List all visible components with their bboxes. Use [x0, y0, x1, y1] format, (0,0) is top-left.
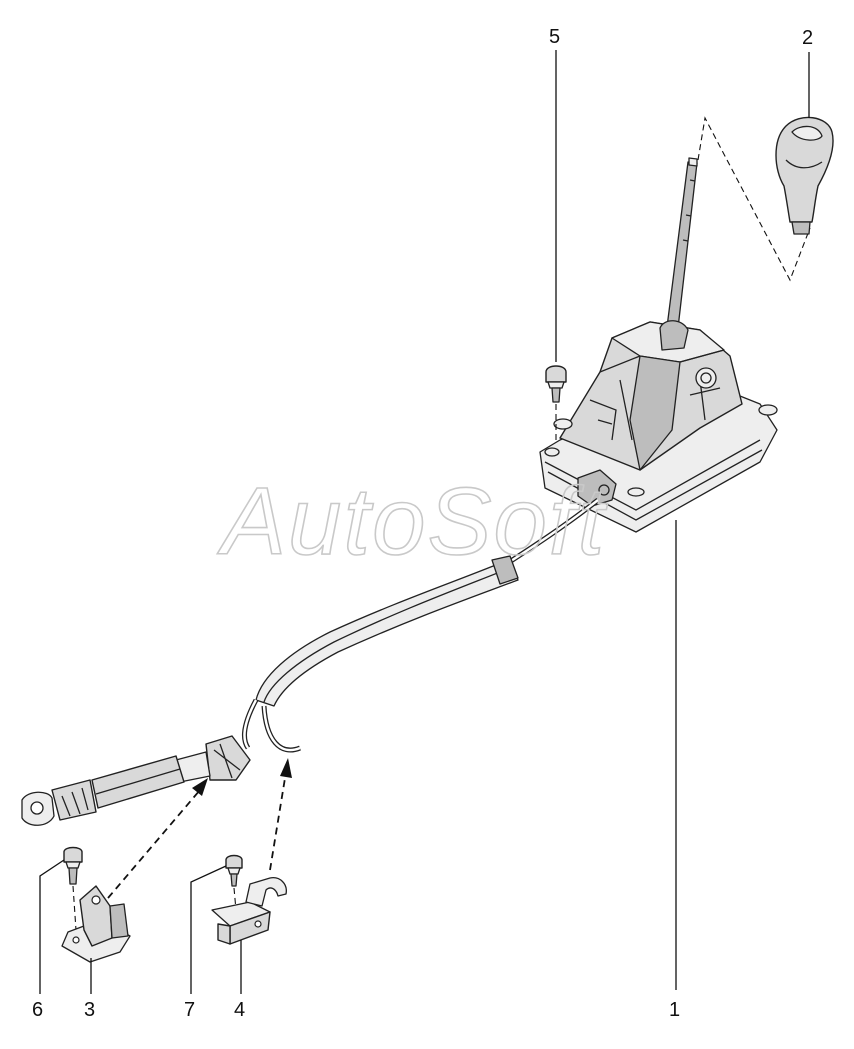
cable-support-bracket-icon [61, 885, 131, 963]
bolt-6-dashline [72, 885, 77, 931]
callout-numbers: 1 2 3 4 5 6 7 [32, 26, 813, 1021]
leader-lines [39, 50, 810, 994]
callout-7: 7 [184, 999, 195, 1021]
callout-4: 4 [234, 999, 245, 1021]
bolt-icon [545, 365, 567, 403]
knob-install-path [697, 116, 811, 282]
bolt-icon [63, 846, 83, 885]
bolt-7-dashline [233, 887, 237, 911]
callout-5: 5 [549, 26, 560, 48]
shift-cable [242, 498, 600, 753]
bolt-icon [225, 854, 243, 887]
watermark: AutoSoft [217, 468, 608, 575]
shift-knob-icon [775, 116, 834, 235]
callout-2: 2 [802, 27, 813, 49]
callout-6: 6 [32, 999, 43, 1021]
callout-3: 3 [84, 999, 95, 1021]
gear-selector-housing-icon [539, 320, 778, 533]
assembly-arrows [107, 758, 292, 899]
shift-lever-rod [666, 157, 698, 329]
cable-retaining-clip-icon [211, 877, 287, 945]
cable-end-rod [21, 735, 251, 826]
callout-1: 1 [669, 999, 680, 1021]
